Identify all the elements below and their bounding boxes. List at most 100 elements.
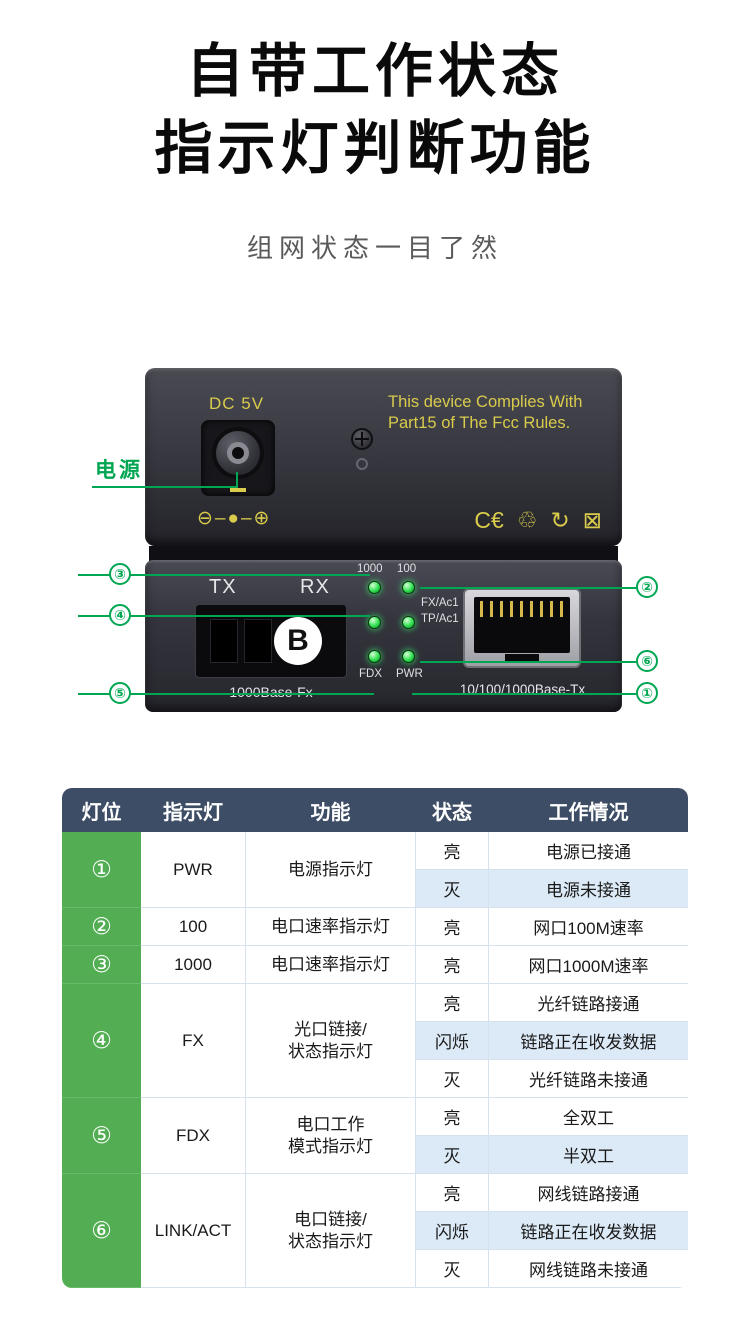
table-row: 灭 电源未接通 bbox=[63, 869, 688, 908]
table-row: 灭 网线链路未接通 bbox=[63, 1249, 688, 1288]
led-pwr-icon bbox=[402, 650, 415, 663]
callout-number-1: ① bbox=[636, 682, 658, 704]
work-status-cell: 网线链路未接通 bbox=[488, 1249, 688, 1288]
table-row: ④ FX 光口链接/ 状态指示灯 亮 光纤链路接通 bbox=[62, 983, 688, 1098]
table-row: 闪烁 链路正在收发数据 bbox=[63, 1211, 688, 1250]
state-cell: 亮 bbox=[415, 1097, 489, 1136]
work-status-cell: 链路正在收发数据 bbox=[488, 1211, 688, 1250]
callout-number-6: ⑥ bbox=[636, 650, 658, 672]
callout-line-4 bbox=[78, 615, 370, 617]
screw-mark-icon bbox=[356, 458, 368, 470]
title-line-1: 自带工作状态 bbox=[185, 39, 564, 104]
callout-number-2: ② bbox=[636, 576, 658, 598]
recycle-icon: ♲ bbox=[516, 507, 538, 533]
fcc-compliance-text: This device Complies With Part15 of The … bbox=[388, 393, 583, 432]
fiber-sc-port: B bbox=[195, 604, 347, 678]
title-line-2: 指示灯判断功能 bbox=[154, 115, 596, 181]
fiber-port-label: 1000Base-Fx bbox=[229, 684, 313, 700]
col-header-state: 状态 bbox=[415, 788, 489, 832]
state-cell: 亮 bbox=[415, 1173, 489, 1212]
function-cell: 电口速率指示灯 bbox=[245, 945, 416, 984]
indicator-name-cell: FDX bbox=[140, 1097, 246, 1174]
screw-icon bbox=[351, 428, 373, 450]
function-cell: 电口速率指示灯 bbox=[245, 907, 416, 946]
led-label-1000: 1000 bbox=[357, 563, 383, 575]
work-status-cell: 网线链路接通 bbox=[488, 1173, 688, 1212]
port-type-badge: B bbox=[274, 617, 322, 665]
dc-jack bbox=[201, 420, 275, 496]
callout-number-3: ③ bbox=[109, 563, 131, 585]
polarity-icon: ⊖–●–⊕ bbox=[197, 508, 272, 529]
col-header-lamp: 灯位 bbox=[62, 788, 141, 832]
led-tp-icon bbox=[402, 616, 415, 629]
function-cell: 光口链接/ 状态指示灯 bbox=[245, 983, 416, 1098]
table-row: 灭 半双工 bbox=[63, 1135, 688, 1174]
state-cell: 灭 bbox=[415, 1059, 489, 1098]
state-cell: 亮 bbox=[415, 983, 489, 1022]
work-status-cell: 网口100M速率 bbox=[488, 907, 688, 946]
led-label-tp: TP/Ac1 bbox=[421, 613, 459, 625]
col-header-led: 指示灯 bbox=[140, 788, 246, 832]
table-row: ③ 1000 电口速率指示灯 亮 网口1000M速率 bbox=[62, 945, 688, 984]
callout-number-4: ④ bbox=[109, 604, 131, 626]
green-dot-icon: ↻ bbox=[550, 507, 570, 533]
indicator-name-cell: LINK/ACT bbox=[140, 1173, 246, 1288]
tx-label: TX bbox=[209, 576, 237, 598]
table-row: 灭 光纤链路未接通 bbox=[63, 1059, 688, 1098]
callout-line-6 bbox=[420, 661, 638, 663]
led-1000-icon bbox=[368, 581, 381, 594]
page-title: 自带工作状态 指示灯判断功能 bbox=[0, 34, 750, 187]
table-header-row: 灯位 指示灯 功能 状态 工作情况 bbox=[62, 788, 688, 832]
work-status-cell: 全双工 bbox=[488, 1097, 688, 1136]
led-label-fx: FX/Ac1 bbox=[421, 597, 459, 609]
work-status-cell: 光纤链路接通 bbox=[488, 983, 688, 1022]
indicator-spec-table: 灯位 指示灯 功能 状态 工作情况 ① PWR 电源指示灯 亮 电源已接通 灭 bbox=[62, 788, 688, 1288]
indicator-name-cell: PWR bbox=[140, 831, 246, 908]
work-status-cell: 光纤链路未接通 bbox=[488, 1059, 688, 1098]
lamp-number-cell: ⑥ bbox=[62, 1173, 141, 1288]
indicator-name-cell: 100 bbox=[140, 907, 246, 946]
fiber-port-hole-icon bbox=[210, 619, 238, 663]
dc-jack-ring-icon bbox=[212, 427, 264, 479]
lamp-number-cell: ① bbox=[62, 831, 141, 908]
work-status-cell: 网口1000M速率 bbox=[488, 945, 688, 984]
callout-line-3 bbox=[78, 574, 370, 576]
led-label-fdx: FDX bbox=[359, 668, 382, 680]
weee-bin-icon: ⊠ bbox=[582, 507, 602, 533]
col-header-func: 功能 bbox=[245, 788, 416, 832]
power-callout-label: 电源 bbox=[95, 459, 143, 482]
table-row: ⑥ LINK/ACT 电口链接/ 状态指示灯 亮 网线链路接通 bbox=[62, 1173, 688, 1288]
rj45-socket-icon bbox=[474, 597, 570, 653]
work-status-cell: 电源未接通 bbox=[488, 869, 688, 908]
table-row: ⑤ FDX 电口工作 模式指示灯 亮 全双工 bbox=[62, 1097, 688, 1174]
led-fx-icon bbox=[368, 616, 381, 629]
indicator-name-cell: 1000 bbox=[140, 945, 246, 984]
state-cell: 闪烁 bbox=[415, 1211, 489, 1250]
state-cell: 灭 bbox=[415, 1135, 489, 1174]
rj45-notch-icon bbox=[505, 654, 539, 663]
dc-jack-hole-icon bbox=[227, 442, 249, 464]
callout-line-1 bbox=[412, 693, 638, 695]
ce-mark-icon: C€ bbox=[474, 507, 504, 533]
lamp-number-cell: ③ bbox=[62, 945, 141, 984]
led-label-pwr: PWR bbox=[396, 668, 423, 680]
state-cell: 亮 bbox=[415, 945, 489, 984]
callout-number-5: ⑤ bbox=[109, 682, 131, 704]
callout-line-5 bbox=[78, 693, 374, 695]
state-cell: 灭 bbox=[415, 1249, 489, 1288]
function-cell: 电口工作 模式指示灯 bbox=[245, 1097, 416, 1174]
lamp-number-cell: ② bbox=[62, 907, 141, 946]
work-status-cell: 电源已接通 bbox=[488, 831, 688, 870]
lamp-number-cell: ⑤ bbox=[62, 1097, 141, 1174]
function-cell: 电口链接/ 状态指示灯 bbox=[245, 1173, 416, 1288]
dc-jack-mark-icon bbox=[230, 488, 246, 492]
led-label-100: 100 bbox=[397, 563, 417, 575]
work-status-cell: 半双工 bbox=[488, 1135, 688, 1174]
state-cell: 亮 bbox=[415, 907, 489, 946]
certification-icons: C€ ♲ ↻ ⊠ bbox=[474, 507, 602, 534]
lamp-number-cell: ④ bbox=[62, 983, 141, 1098]
device-front-panel: TX RX B 1000Base-Fx 1000 100 FX/Ac1 TP/A… bbox=[145, 560, 622, 712]
led-fdx-icon bbox=[368, 650, 381, 663]
callout-line-2 bbox=[420, 587, 638, 589]
